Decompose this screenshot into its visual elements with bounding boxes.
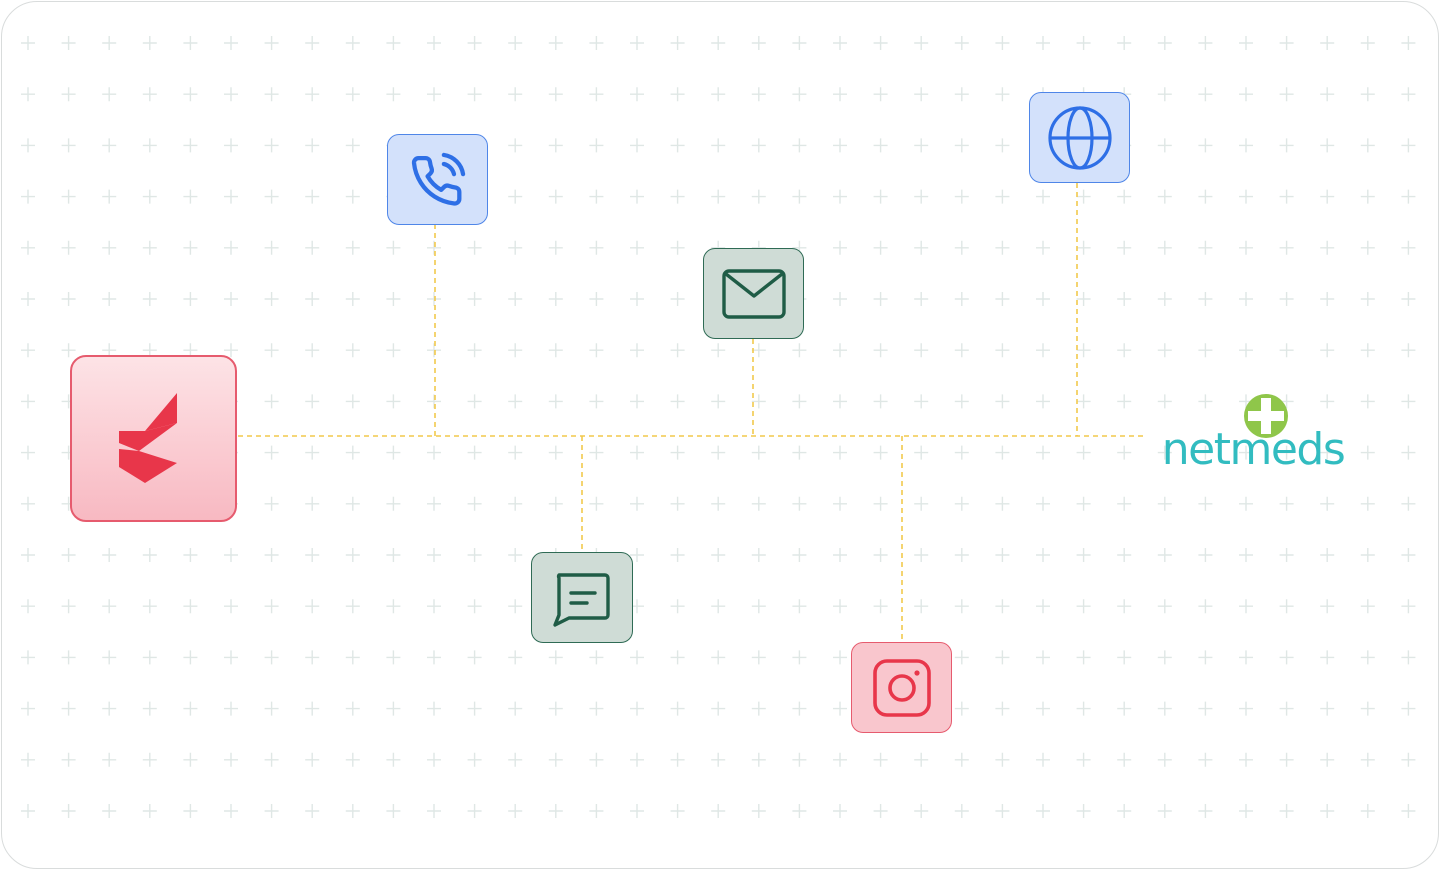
phone-call-icon — [411, 152, 465, 206]
netmeds-wordmark: netmeds — [1161, 424, 1346, 475]
mail-icon — [721, 268, 786, 319]
instagram-channel-node[interactable] — [851, 642, 952, 733]
web-channel-node[interactable] — [1029, 92, 1130, 183]
brand-logo-icon — [118, 392, 177, 483]
phone-channel-node[interactable] — [387, 134, 488, 225]
globe-icon — [1047, 105, 1112, 170]
brand-hub-node[interactable] — [70, 355, 237, 522]
chat-channel-node[interactable] — [531, 552, 633, 643]
netmeds-cross-logo — [1244, 394, 1288, 438]
email-channel-node[interactable] — [703, 248, 804, 339]
chat-message-icon — [553, 572, 610, 627]
instagram-icon — [872, 658, 931, 717]
netmeds-logo[interactable]: netmeds — [1148, 390, 1358, 482]
